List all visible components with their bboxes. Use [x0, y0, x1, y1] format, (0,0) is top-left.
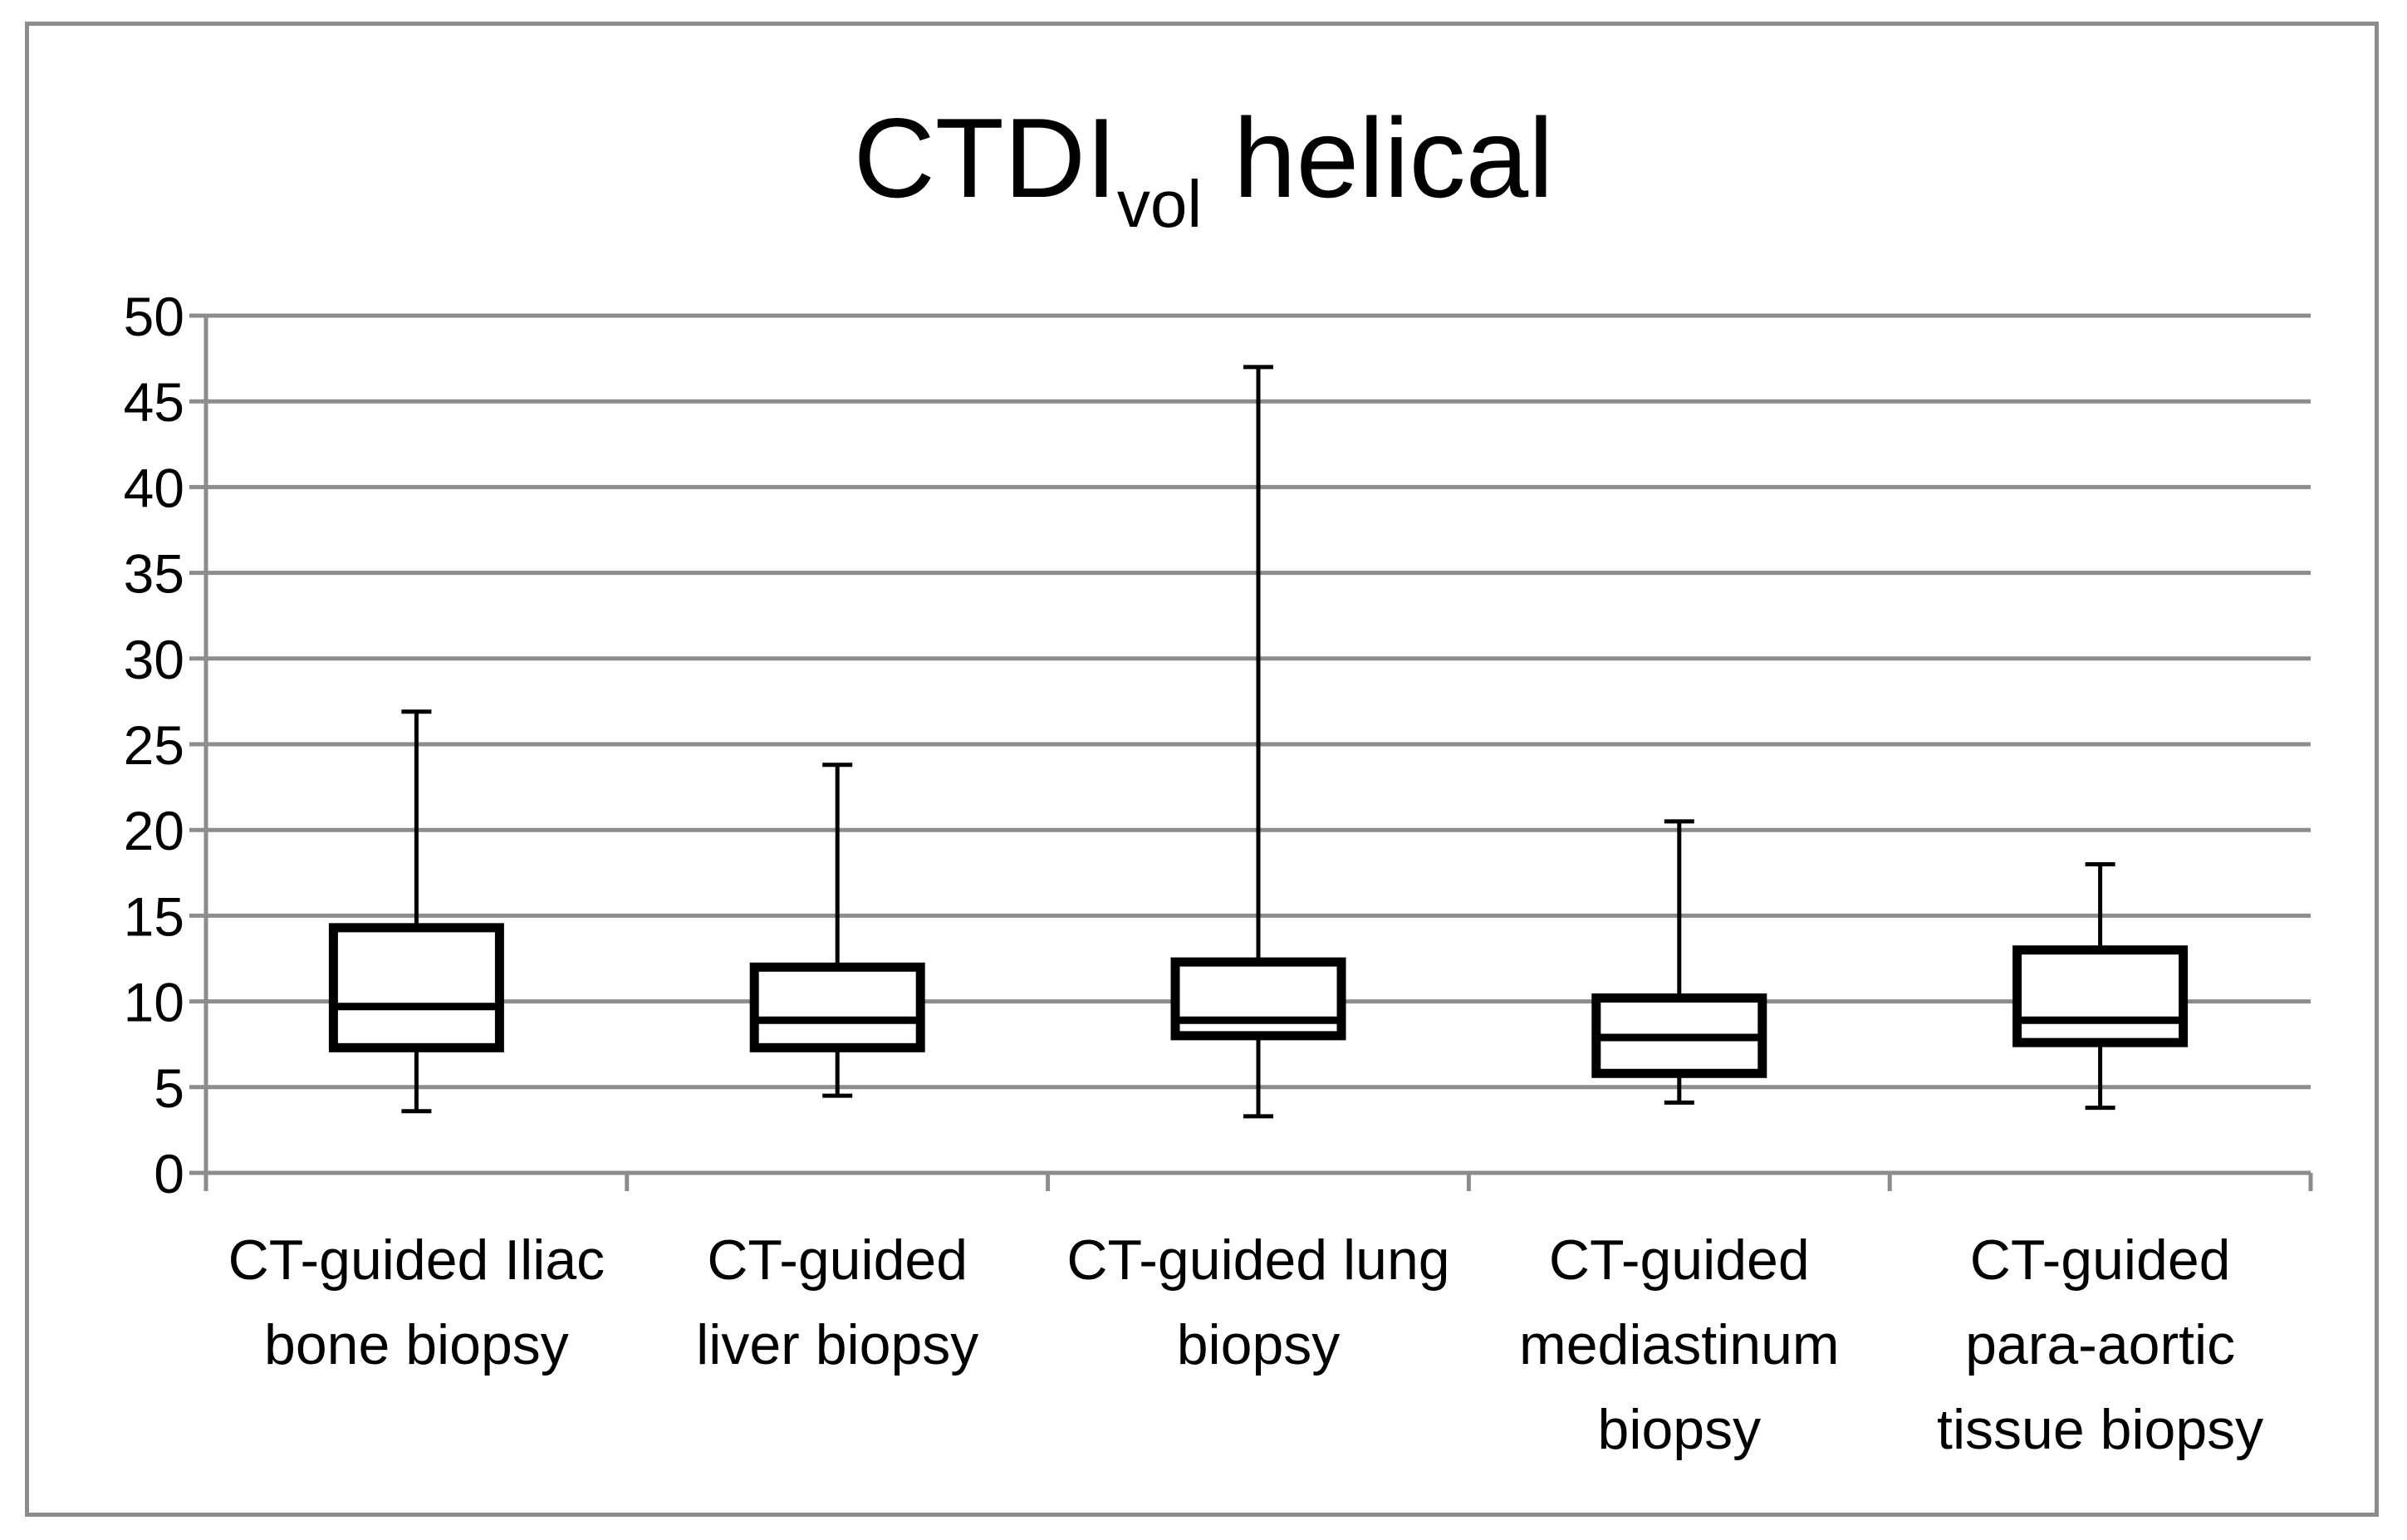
chart-title-main: CTDI [853, 95, 1117, 221]
category-label-line: bone biopsy [264, 1313, 569, 1376]
box-4 [1591, 819, 1767, 1105]
category-label-5: CT-guided para-aortic tissue biopsy [1937, 1229, 2263, 1461]
boxes [328, 365, 2189, 1119]
chart-title: CTDIvol helical [0, 101, 2407, 238]
y-tick-label: 15 [124, 885, 184, 947]
y-tick-label: 50 [124, 286, 184, 347]
category-label-line: CT-guided Iliac [228, 1229, 605, 1292]
box-iqr [1170, 957, 1346, 1041]
box-3 [1170, 365, 1346, 1119]
y-tick-label: 25 [124, 714, 184, 776]
category-label-line: CT-guided lung [1066, 1229, 1449, 1292]
box-iqr [749, 962, 925, 1052]
y-tick-label: 20 [124, 800, 184, 861]
category-label-line: mediastinum [1519, 1313, 1840, 1376]
category-labels: CT-guided Iliac bone biopsy CT-guided liver… [228, 1229, 2264, 1461]
box-iqr [2012, 945, 2189, 1047]
category-label-line: CT-guided [1970, 1229, 2231, 1292]
axes [189, 313, 2313, 1191]
y-tick-label: 40 [124, 457, 184, 518]
category-label-line: liver biopsy [696, 1313, 978, 1376]
category-label-4: CT-guided mediastinum biopsy [1519, 1229, 1840, 1461]
y-tick-label: 30 [124, 629, 184, 690]
category-label-line: CT-guided [1549, 1229, 1810, 1292]
category-label-2: CT-guided liver biopsy [696, 1229, 978, 1376]
y-tick-label: 45 [124, 371, 184, 433]
category-label-3: CT-guided lung biopsy [1066, 1229, 1449, 1376]
y-tick-label: 0 [154, 1143, 184, 1204]
chart-title-subscript: vol [1116, 167, 1203, 241]
y-tick-label: 5 [154, 1057, 184, 1119]
box-5 [2012, 861, 2189, 1111]
y-tick-label: 10 [124, 972, 184, 1033]
category-label-line: biopsy [1598, 1398, 1762, 1461]
category-label-1: CT-guided Iliac bone biopsy [228, 1229, 605, 1376]
chart-title-suffix: helical [1202, 95, 1554, 221]
category-label-line: tissue biopsy [1937, 1398, 2263, 1461]
category-label-line: CT-guided [707, 1229, 968, 1292]
y-tick-label: 35 [124, 543, 184, 605]
box-2 [749, 763, 925, 1098]
category-label-line: biopsy [1177, 1313, 1341, 1376]
category-label-line: para-aortic [1965, 1313, 2235, 1376]
box-iqr [328, 923, 504, 1052]
box-1 [328, 709, 504, 1114]
y-tick-labels: 0 5 10 15 20 25 30 35 40 45 50 [124, 286, 184, 1204]
